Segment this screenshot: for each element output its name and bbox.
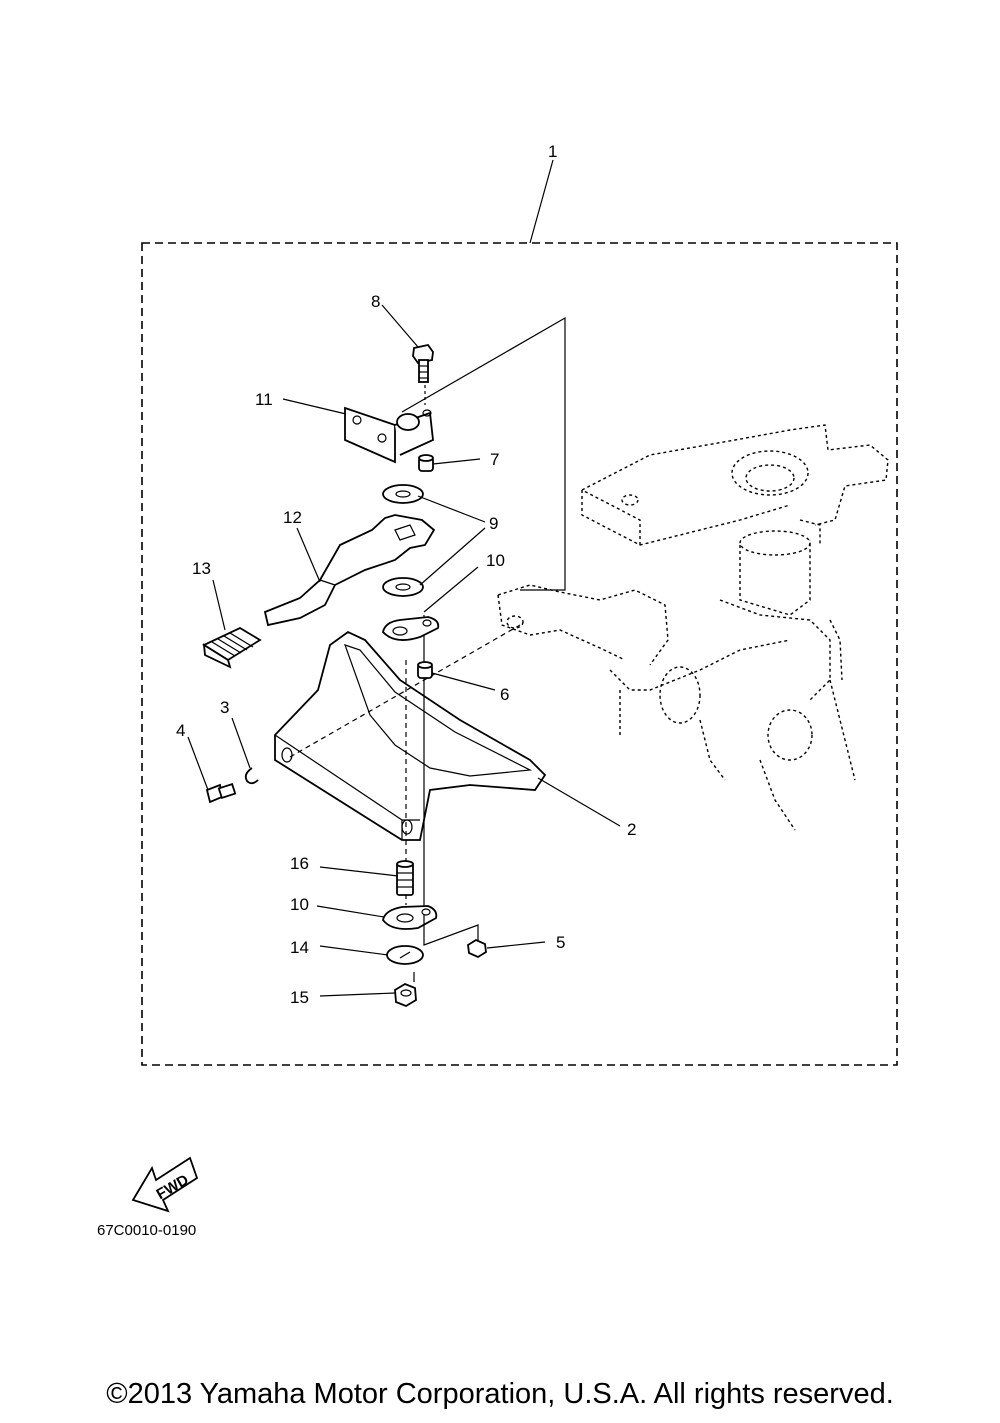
part-5-nut [467, 938, 487, 959]
callout-9: 9 [489, 514, 498, 533]
part-13-grip [202, 626, 262, 669]
callout-2: 2 [627, 820, 636, 839]
callout-15: 15 [290, 988, 309, 1007]
callout-13: 13 [192, 559, 211, 578]
callout-11: 11 [255, 390, 273, 409]
part-15-nut [394, 982, 417, 1008]
callout-5: 5 [556, 933, 565, 952]
part-6-collar [417, 661, 433, 679]
callout-16: 16 [290, 854, 309, 873]
part-4-bolt [205, 782, 237, 804]
fwd-arrow-icon: FWD [131, 1156, 199, 1213]
part-14-washer [386, 945, 424, 965]
part-16-pin [396, 860, 414, 896]
leader-lines [187, 159, 621, 997]
callout-7: 7 [490, 450, 499, 469]
part-9-washers [382, 484, 424, 597]
callout-4: 4 [176, 721, 185, 740]
callout-10-upper: 10 [486, 551, 505, 570]
part-10-plate-lower [382, 905, 438, 930]
part-12-lever [263, 514, 436, 627]
callout-12: 12 [283, 508, 302, 527]
part-11-bracket [344, 406, 434, 464]
part-10-plate-upper [382, 616, 440, 641]
part-3-clip [244, 767, 259, 785]
callout-14: 14 [290, 938, 309, 957]
part-2-bracket [274, 630, 547, 841]
copyright-notice: ©2013 Yamaha Motor Corporation, U.S.A. A… [106, 1378, 894, 1410]
assembly-boundary-box [141, 242, 898, 1066]
callout-1: 1 [548, 142, 557, 161]
callout-8: 8 [371, 292, 380, 311]
callout-10-lower: 10 [290, 895, 309, 914]
callout-3: 3 [220, 698, 229, 717]
part-7-collar [418, 454, 434, 472]
callout-6: 6 [500, 685, 509, 704]
callout-labels: 1 8 11 7 9 12 10 13 6 3 4 2 16 10 5 14 1… [176, 142, 636, 1007]
part-8-bolt [412, 343, 434, 405]
drawing-code: 67C0010-0190 [97, 1222, 197, 1239]
engine-bracket-outline [497, 424, 889, 831]
